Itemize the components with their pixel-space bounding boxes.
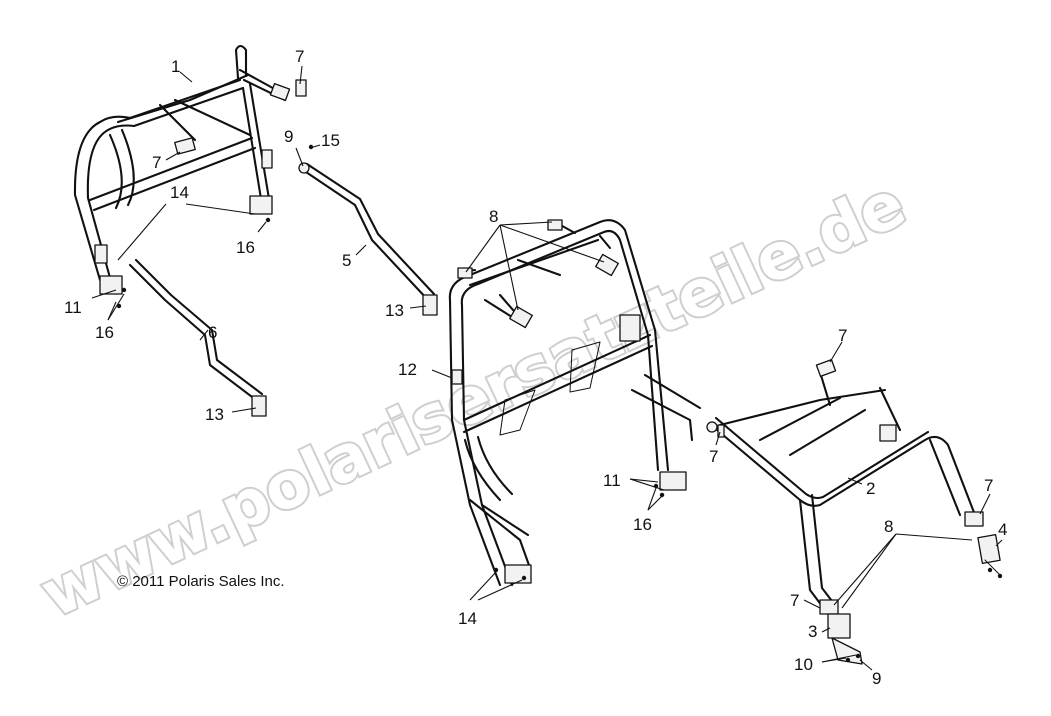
callout-3: 3 <box>808 622 817 641</box>
callout-7: 7 <box>295 47 304 66</box>
callout-15: 15 <box>321 131 340 150</box>
callout-9: 9 <box>872 669 881 688</box>
callout-7: 7 <box>838 326 847 345</box>
callout-13: 13 <box>205 405 224 424</box>
callout-8: 8 <box>489 207 498 226</box>
callout-7: 7 <box>984 476 993 495</box>
part-5-brace <box>298 162 438 316</box>
callout-7: 7 <box>790 591 799 610</box>
callout-9: 9 <box>284 127 293 146</box>
callout-10: 10 <box>794 655 813 674</box>
part-12-main-frame <box>448 219 702 587</box>
hardware-parts <box>116 79 725 581</box>
callout-13: 13 <box>385 301 404 320</box>
callout-14: 14 <box>170 183 189 202</box>
part-2-front-frame <box>706 358 984 615</box>
part-6-brace <box>128 258 267 417</box>
callout-8: 8 <box>884 517 893 536</box>
callout-16: 16 <box>633 515 652 534</box>
callout-7: 7 <box>152 153 161 172</box>
callout-14: 14 <box>458 609 477 628</box>
copyright-notice: © 2011 Polaris Sales Inc. <box>117 573 285 590</box>
callout-7: 7 <box>709 447 718 466</box>
watermark-text: www.polarisersatzteile.de <box>30 167 916 633</box>
callout-5: 5 <box>342 251 351 270</box>
leader-lines <box>91 65 1003 671</box>
callout-11: 11 <box>603 471 621 490</box>
part-3-bracket <box>827 613 863 665</box>
callout-4: 4 <box>998 520 1007 539</box>
part-1-upper-frame <box>73 44 291 295</box>
callout-6: 6 <box>208 323 217 342</box>
callout-16: 16 <box>95 323 114 342</box>
callout-11: 11 <box>64 298 82 317</box>
callout-2: 2 <box>866 479 875 498</box>
callout-labels: 1 7 7 9 15 14 16 5 11 16 13 6 13 8 12 11… <box>64 47 1007 688</box>
callout-12: 12 <box>398 360 417 379</box>
part-4-bracket <box>977 533 1003 579</box>
callout-16: 16 <box>236 238 255 257</box>
callout-1: 1 <box>171 57 180 76</box>
